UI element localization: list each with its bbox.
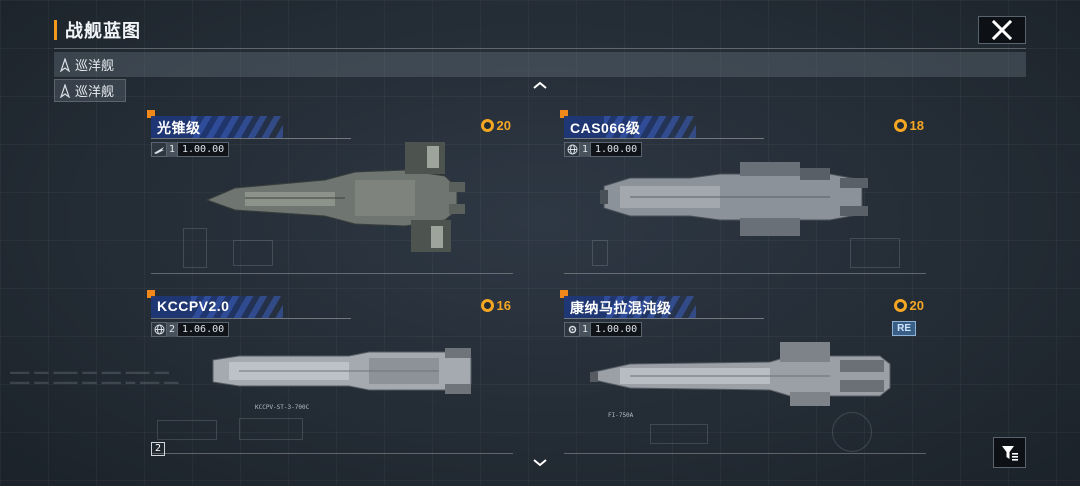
blueprint-outline [239,418,303,440]
ship-info: 1 1.00.00 [151,142,230,157]
ship-level: 1 [580,142,590,157]
ship-card-4[interactable]: 康纳马拉混沌级 1 1.00.00 20 RE FI-750A [560,290,930,460]
filter-category-row[interactable]: 巡洋舰 [54,52,1026,77]
globe-icon [564,142,580,157]
name-underline [151,318,351,319]
card-baseline [564,453,926,454]
ship-info: 1 1.00.00 [564,142,643,157]
ship-version: 1.00.00 [590,322,643,337]
card-baseline [151,273,513,274]
blueprint-outline [157,420,217,440]
ship-callout-label: FI-750A [608,412,634,419]
ship-model-connemara-chaos [590,342,891,406]
ship-cost: 20 [893,298,924,313]
card-corner-marker [560,110,568,118]
ship-level: 1 [167,142,177,157]
name-band [564,296,696,318]
sort-filter-button[interactable] [993,437,1026,468]
ship-info: 1 1.00.00 [564,322,643,337]
ship-card-2[interactable]: CAS066级 1 1.00.00 18 [560,110,930,280]
ship-info: 2 1.06.00 [151,322,230,337]
close-button[interactable] [978,16,1026,44]
card-corner-marker [147,110,155,118]
ship-index-badge: 2 [151,442,165,456]
ship-name: 光锥级 [157,120,201,136]
ship-model-cas066 [600,162,868,236]
name-underline [564,318,764,319]
ship-cost-value: 18 [909,118,924,133]
cost-coin-icon [893,299,907,312]
ship-tag-badge: RE [892,321,916,336]
filter-chip-label: 巡洋舰 [75,84,115,99]
ship-level: 1 [580,322,590,337]
ship-version: 1.00.00 [177,142,230,157]
background-watermark: ▬▬▬▬ ▬▬▬ ▬▬▬▬▬ ▬▬▬ ▬▬▬▬ ▬▬▬▬▬ ▬▬▬ ▬▬▬▬ ▬… [10,368,179,387]
globe-icon [151,322,167,337]
ship-callout-label: KCCPV-ST-3-700C [255,404,310,411]
ship-level: 2 [167,322,177,337]
ship-name: 康纳马拉混沌级 [570,300,672,316]
ship-cost-value: 20 [496,118,511,133]
header-divider [54,48,1026,49]
blueprint-outline [832,412,872,452]
ship-cost: 20 [480,118,511,133]
wing-icon [151,142,167,157]
ship-version: 1.06.00 [177,322,230,337]
blueprint-outline [650,424,708,444]
cruiser-icon [60,83,70,98]
scroll-down-icon[interactable] [532,458,548,468]
page-title: 战舰蓝图 [65,21,141,41]
name-band [151,116,283,138]
ship-cost-value: 16 [496,298,511,313]
name-band [564,116,696,138]
card-baseline [151,453,513,454]
title-bar: 战舰蓝图 [54,18,141,42]
close-icon [991,19,1013,41]
ship-version: 1.00.00 [590,142,643,157]
gear-icon [564,322,580,337]
card-corner-marker [560,290,568,298]
cruiser-icon [60,57,70,72]
cost-coin-icon [480,119,494,132]
ship-card-1[interactable]: 光锥级 1 1.00.00 20 [147,110,517,280]
name-underline [564,138,764,139]
filter-row-label: 巡洋舰 [75,58,115,73]
cost-coin-icon [893,119,907,132]
card-corner-marker [147,290,155,298]
blueprint-outline [850,238,900,268]
card-baseline [564,273,926,274]
name-band [151,296,283,318]
ship-name: KCCPV2.0 [157,298,230,314]
ship-model-kccpv [212,348,472,394]
ship-model-light-cone [205,142,465,252]
ship-cost-value: 20 [909,298,924,313]
ship-cost: 18 [893,118,924,133]
ship-name: CAS066级 [570,120,641,136]
ship-cost: 16 [480,298,511,313]
scroll-up-icon[interactable] [532,80,548,90]
blueprint-outline [233,240,273,266]
filter-icon [1001,445,1018,461]
blueprint-outline [183,228,207,268]
filter-chip-cruiser[interactable]: 巡洋舰 [54,79,126,102]
ship-card-3[interactable]: KCCPV2.0 2 1.06.00 16 KCCPV-ST-3-700C 2 [147,290,517,460]
blueprint-outline [592,240,608,266]
cost-coin-icon [480,299,494,312]
name-underline [151,138,351,139]
title-accent [54,20,57,40]
